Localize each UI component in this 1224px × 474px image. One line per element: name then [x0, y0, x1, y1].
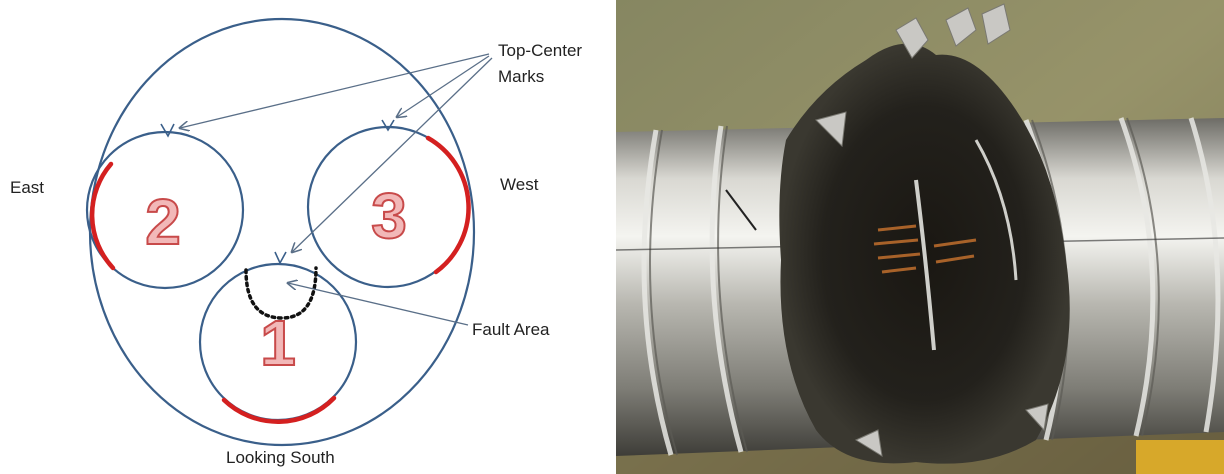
label-west: West — [500, 175, 538, 195]
top-center-mark-1 — [275, 252, 286, 263]
label-marks: Marks — [498, 67, 544, 87]
cable-cross-section-diagram: 2 3 1 Top-Center Marks East West Fault A… — [0, 0, 610, 474]
damaged-cable-photo — [616, 0, 1224, 474]
label-east: East — [10, 178, 44, 198]
conductor-3-number: 3 — [371, 180, 407, 252]
conductor-2-number: 2 — [145, 186, 181, 258]
top-center-mark-2 — [161, 124, 174, 136]
label-fault-area: Fault Area — [472, 320, 550, 340]
label-looking-south: Looking South — [226, 448, 335, 468]
damage-arc-conductor-1 — [224, 398, 334, 422]
conductor-1-number: 1 — [260, 307, 296, 379]
damaged-cable-photo-svg — [616, 0, 1224, 474]
top-center-mark-3 — [382, 120, 394, 130]
label-top-center: Top-Center — [498, 41, 582, 61]
leader-arrow-fault — [288, 283, 468, 325]
